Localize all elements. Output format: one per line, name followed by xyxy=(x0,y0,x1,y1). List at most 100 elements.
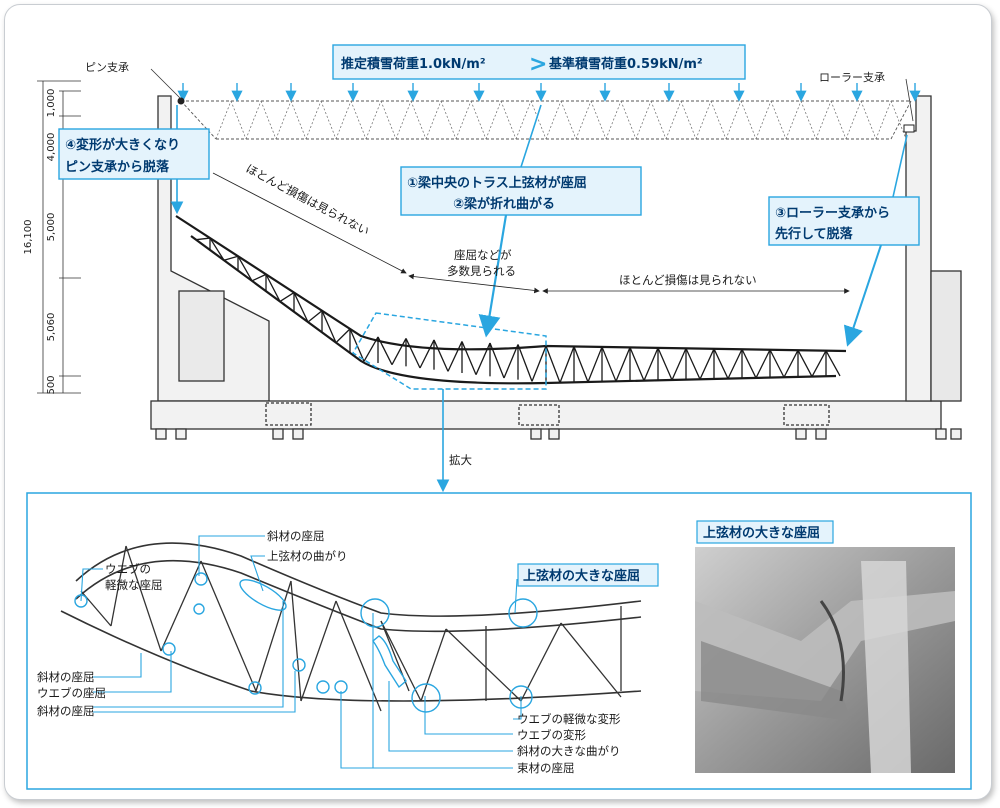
dimension-line xyxy=(37,80,81,394)
deformed-web-member xyxy=(545,345,561,383)
detail-web-member xyxy=(125,545,162,652)
detail-truss-web xyxy=(80,545,622,712)
deformed-web-member xyxy=(811,350,827,377)
range-right: ほとんど損傷は見られない xyxy=(542,273,850,294)
deformed-web-member xyxy=(727,348,743,379)
deformed-web-member xyxy=(755,349,771,379)
callout-3-line2: 先行して脱落 xyxy=(775,226,854,242)
label-web-slight-1: ウエブの xyxy=(105,562,151,576)
roller-support-symbol xyxy=(903,78,915,133)
damage-marker xyxy=(162,642,176,656)
original-web-member xyxy=(680,100,697,140)
deformed-web-member xyxy=(209,237,225,261)
original-web-member xyxy=(410,100,427,140)
original-web-member xyxy=(830,100,847,140)
snow-estimated: 推定積雪荷重1.0kN/m² xyxy=(341,56,486,72)
snow-standard: 基準積雪荷重0.59kN/m² xyxy=(548,56,703,72)
deformed-web-member xyxy=(587,346,603,383)
detail-web-member xyxy=(160,560,202,652)
deformed-web-member xyxy=(769,349,785,378)
original-web-member xyxy=(320,100,337,140)
snow-load-arrows xyxy=(177,83,921,102)
label-top-chord-bend: 上弦材の曲がり xyxy=(267,549,348,563)
deformed-web-member xyxy=(531,345,547,382)
dim-5060: 5,060 xyxy=(46,313,57,342)
deformed-web-member xyxy=(447,341,463,372)
original-web-member xyxy=(500,100,517,140)
snow-load-header: 推定積雪荷重1.0kN/m² > 基準積雪荷重0.59kN/m² xyxy=(332,44,746,80)
original-web-member xyxy=(710,100,727,140)
label-web-slight-deform: ウエブの軽微な変形 xyxy=(517,712,621,726)
deformed-web-member xyxy=(713,348,729,379)
dim-500: 500 xyxy=(46,375,57,394)
deformed-web-member xyxy=(615,347,631,382)
damage-marker xyxy=(508,598,538,628)
deformed-web-member xyxy=(363,336,379,362)
original-web-member xyxy=(605,100,622,140)
damage-marker xyxy=(194,572,208,586)
label-top-chord-large: 上弦材の大きな座屈 xyxy=(523,568,640,584)
original-web-member xyxy=(590,100,607,140)
callout-3: ③ローラー支承から 先行して脱落 xyxy=(768,134,920,347)
label-web-deform: ウエブの変形 xyxy=(517,728,586,742)
original-web-member xyxy=(260,100,277,140)
dim-4000: 4,000 xyxy=(46,133,57,162)
detail-web-member xyxy=(300,600,337,702)
damage-marker xyxy=(193,603,205,615)
detail-leaders xyxy=(80,535,522,769)
original-web-member xyxy=(455,100,472,140)
label-diag-large-bend: 斜材の大きな曲がり xyxy=(517,744,621,758)
detail-web-member xyxy=(255,580,292,692)
damage-marker xyxy=(411,683,441,713)
deformed-web-member xyxy=(699,348,715,380)
deformed-web-member xyxy=(335,328,351,344)
original-web-member xyxy=(770,100,787,140)
original-web-member xyxy=(755,100,772,140)
original-web-member xyxy=(365,100,382,140)
original-web-member xyxy=(560,100,577,140)
deformed-web-member xyxy=(475,342,491,375)
callout-4-line1: ④変形が大きくなり xyxy=(65,137,180,153)
detail-web-member xyxy=(290,580,302,702)
detail-web-member xyxy=(200,560,257,692)
original-web-member xyxy=(650,100,667,140)
deformed-web-member xyxy=(825,350,841,377)
deformed-web-member xyxy=(405,338,421,369)
original-web-member xyxy=(575,100,592,140)
detail-web-member xyxy=(380,620,422,702)
deformed-web-member xyxy=(433,339,449,372)
deformed-web-member xyxy=(657,347,673,381)
truss-collapse-diagram: 16,100 1,000 4,000 5,000 5,060 500 ピン支承 … xyxy=(23,44,972,790)
original-web-member xyxy=(425,100,442,140)
deformed-web-member xyxy=(797,349,813,377)
dim-total: 16,100 xyxy=(23,220,34,255)
label-diag-buckling-1: 斜材の座屈 xyxy=(37,670,95,684)
damage-marker xyxy=(360,598,390,628)
dim-1000: 1,000 xyxy=(46,89,57,118)
buckled-zone-outline xyxy=(351,312,547,390)
original-web-member xyxy=(515,100,532,140)
original-web-member xyxy=(800,100,817,140)
deformed-web-member xyxy=(643,347,659,381)
original-web-member xyxy=(875,100,892,140)
label-strut-buckling: 束材の座屈 xyxy=(517,761,575,775)
deformed-web-member xyxy=(307,310,323,323)
deformed-web-member xyxy=(293,292,309,323)
callout-3-line1: ③ローラー支承から xyxy=(775,205,890,221)
deformed-web-member xyxy=(391,338,407,365)
original-web-member xyxy=(740,100,757,140)
concrete-structure xyxy=(150,95,962,440)
deformed-web-member xyxy=(237,255,253,282)
photo-caption: 上弦材の大きな座屈 xyxy=(703,525,820,541)
deformed-web-member xyxy=(279,291,295,302)
little-damage-left: ほとんど損傷は見られない xyxy=(244,161,372,238)
detail-web-member xyxy=(445,628,522,702)
original-web-member xyxy=(530,100,547,140)
callout-2-line: ②梁が折れ曲がる xyxy=(453,196,555,212)
original-web-member xyxy=(230,100,247,140)
deformed-web-member xyxy=(251,273,267,282)
deformed-web-member xyxy=(671,348,687,381)
pin-support-symbol xyxy=(150,68,185,105)
original-web-member xyxy=(695,100,712,140)
deformed-web-member xyxy=(223,255,239,261)
